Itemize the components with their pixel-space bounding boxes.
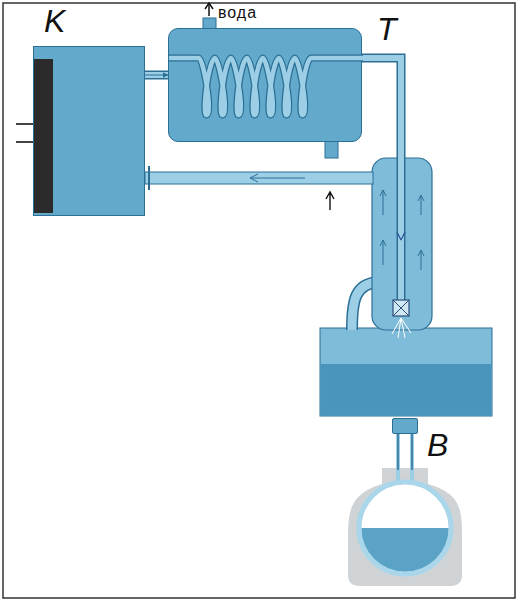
- coil: [169, 58, 363, 115]
- heat-exchanger-box: T: [168, 28, 362, 142]
- pipe-bore: [145, 72, 168, 78]
- medium-label: вода: [218, 5, 257, 21]
- throttle-valve: [393, 300, 409, 316]
- liquid: [321, 364, 492, 416]
- coil: [169, 58, 363, 115]
- compressor-box: K: [33, 46, 145, 216]
- pipe-flange: [148, 166, 150, 190]
- coil-drawing: [169, 29, 363, 143]
- piston: [34, 59, 53, 213]
- outlet-tube: [397, 434, 399, 470]
- spray: [392, 318, 411, 338]
- liquid: [360, 528, 450, 578]
- gas-pipe: [145, 75, 168, 76]
- outlet-tube: [411, 434, 413, 470]
- flow-arrow: [326, 192, 334, 210]
- piston-rod: [16, 141, 34, 143]
- throttle-valve: [393, 300, 409, 316]
- tap-box: B: [392, 418, 418, 434]
- water-arrow: [205, 3, 213, 9]
- flow-arrow: [397, 232, 405, 240]
- frame: [3, 3, 515, 598]
- part-letter: K: [44, 5, 65, 37]
- part-letter: T: [377, 13, 397, 45]
- flask-neck: [396, 434, 400, 486]
- flask-neck: [410, 434, 414, 486]
- flow-arrow: [250, 174, 305, 182]
- flow-arrow: [145, 75, 168, 76]
- pipe-wall: [145, 71, 168, 80]
- flask-bulb: [359, 482, 451, 574]
- piston-drawing: [34, 47, 146, 217]
- water-nozzle: [325, 140, 338, 158]
- piston-rod: [16, 123, 34, 125]
- dewar-flask: [348, 468, 462, 586]
- vessel: [320, 328, 492, 416]
- return-pipe: [145, 172, 373, 184]
- water-arrow: [208, 4, 210, 16]
- part-letter: B: [427, 429, 448, 461]
